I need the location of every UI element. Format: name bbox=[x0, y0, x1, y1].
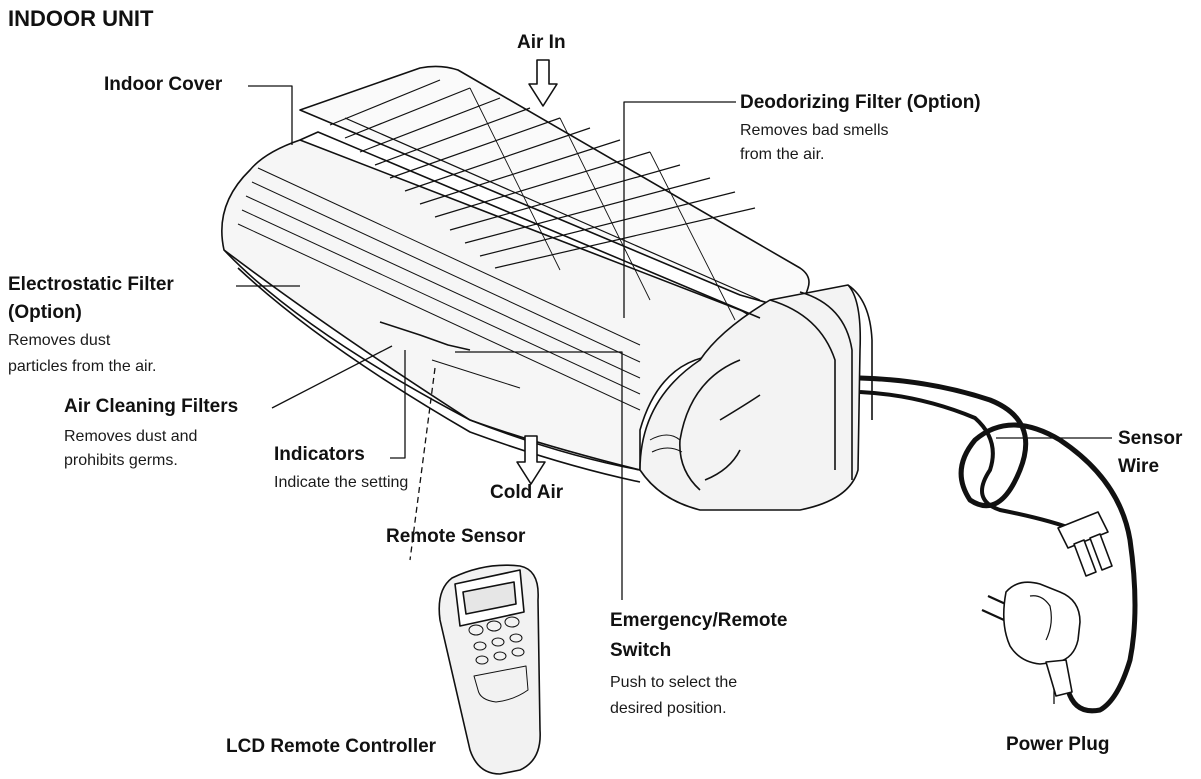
emergency-switch-heading-2: Switch bbox=[610, 640, 672, 661]
indicators-desc: Indicate the setting bbox=[274, 474, 409, 491]
power-plug-illustration bbox=[981, 581, 1081, 697]
indicators-heading: Indicators bbox=[274, 444, 365, 465]
air-cleaning-filters-heading: Air Cleaning Filters bbox=[64, 396, 239, 417]
emergency-switch-desc-1: Push to select the bbox=[610, 674, 738, 691]
emergency-switch-leader bbox=[455, 351, 623, 600]
remote-sensor-leader bbox=[409, 367, 436, 561]
emergency-switch-desc-2: desired position. bbox=[610, 700, 727, 717]
sensor-connector-illustration bbox=[1057, 511, 1113, 577]
emergency-switch-heading-1: Emergency/Remote bbox=[610, 610, 788, 631]
electrostatic-filter-desc-2: particles from the air. bbox=[8, 358, 157, 375]
air-cleaning-filters-desc-2: prohibits germs. bbox=[64, 452, 178, 469]
deodorizing-filter-desc-2: from the air. bbox=[740, 146, 825, 163]
remote-controller-illustration bbox=[438, 564, 541, 775]
air-cleaning-filters-leader bbox=[271, 345, 393, 409]
sensor-cable bbox=[859, 375, 1138, 714]
air-in-arrow bbox=[528, 59, 558, 107]
page-title: INDOOR UNIT bbox=[8, 6, 154, 31]
indoor-cover-leader bbox=[248, 85, 293, 145]
electrostatic-filter-heading-2: (Option) bbox=[8, 302, 82, 323]
electrostatic-filter-desc-1: Removes dust bbox=[8, 332, 111, 349]
sensor-wire-label-2: Wire bbox=[1118, 456, 1160, 477]
remote-sensor-label: Remote Sensor bbox=[386, 526, 526, 547]
air-in-label: Air In bbox=[517, 32, 566, 53]
deodorizing-filter-desc-1: Removes bad smells bbox=[740, 122, 889, 139]
cold-air-label: Cold Air bbox=[490, 482, 564, 503]
indoor-cover-label: Indoor Cover bbox=[104, 74, 223, 95]
deodorizing-filter-leader bbox=[623, 101, 736, 318]
air-cleaning-filters-desc-1: Removes dust and bbox=[64, 428, 198, 445]
cold-air-arrow bbox=[516, 435, 546, 485]
power-plug-label: Power Plug bbox=[1006, 734, 1110, 755]
sensor-wire-label-1: Sensor bbox=[1118, 428, 1183, 449]
deodorizing-filter-heading: Deodorizing Filter (Option) bbox=[740, 92, 981, 113]
lcd-remote-label: LCD Remote Controller bbox=[226, 736, 437, 757]
indicators-leader bbox=[390, 350, 406, 459]
leader-lines bbox=[236, 85, 1112, 749]
indoor-unit-illustration bbox=[221, 65, 873, 511]
electrostatic-filter-heading-1: Electrostatic Filter bbox=[8, 274, 174, 295]
